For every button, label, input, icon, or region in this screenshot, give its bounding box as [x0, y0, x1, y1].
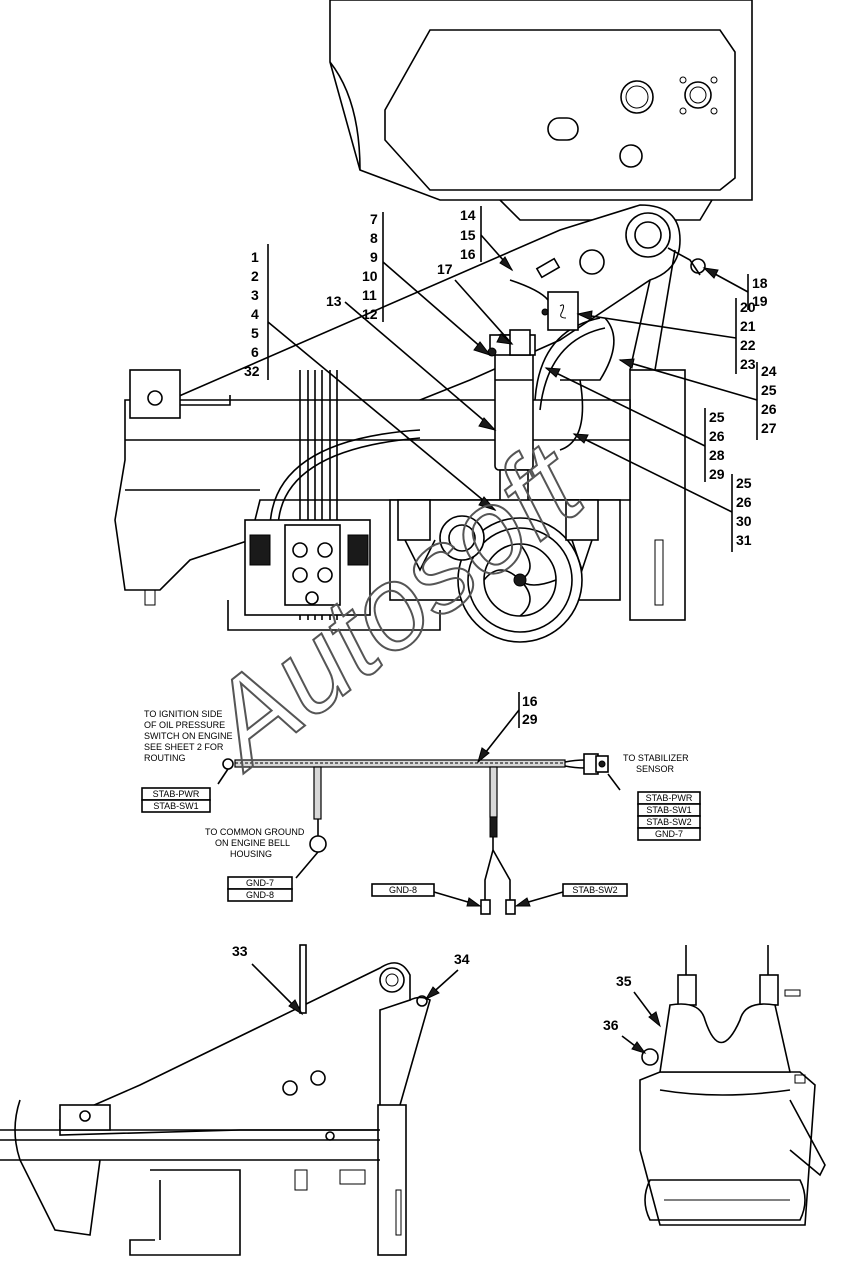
control-valve-bank: [227, 519, 441, 631]
front-view-assembly: [639, 945, 826, 1226]
callout-label: 8: [370, 230, 378, 246]
callout-group-g: 25 26 28 29: [544, 367, 725, 482]
callout-label: 15: [460, 227, 476, 243]
callout-label: 29: [522, 711, 538, 727]
note-line: HOUSING: [230, 849, 272, 859]
wire-label: STAB-PWR: [153, 789, 200, 799]
callout-label: 16: [522, 693, 538, 709]
callout-label: 22: [740, 337, 756, 353]
callout-label: 25: [736, 475, 752, 491]
relief-valve: [509, 257, 579, 331]
wire-label: GND-7: [246, 878, 274, 888]
callout-label: 36: [603, 1017, 619, 1033]
callout-label: 32: [244, 363, 260, 379]
callout-group-e: 20 21 22 23: [576, 298, 756, 374]
callout-label: 31: [736, 532, 752, 548]
callout-label: 13: [326, 293, 342, 309]
callout-label: 25: [761, 382, 777, 398]
callout-label: 12: [362, 306, 378, 322]
callout-13: 13: [326, 293, 497, 431]
wire-label: STAB-SW1: [646, 805, 691, 815]
callout-label: 14: [460, 207, 476, 223]
callout-label: 3: [251, 287, 259, 303]
callout-group-i: 16 29: [477, 692, 538, 764]
callout-label: 29: [709, 466, 725, 482]
callout-label: 35: [616, 973, 632, 989]
wire-label-table-right: STAB-PWR STAB-SW1 STAB-SW2 GND-7: [637, 791, 701, 841]
callout-label: 21: [740, 318, 756, 334]
cylinder-assembly: [487, 329, 537, 530]
torque-converter: [389, 499, 621, 643]
callout-label: 30: [736, 513, 752, 529]
note-line: TO COMMON GROUND: [205, 827, 305, 837]
wire-label-table-left: STAB-PWR STAB-SW1: [141, 787, 211, 813]
callout-label: 16: [460, 246, 476, 262]
callout-label: 26: [736, 494, 752, 510]
callout-34: 34: [424, 951, 470, 1001]
gnd8-tag: GND-8: [371, 883, 482, 907]
wire-label: GND-8: [246, 890, 274, 900]
callout-label: 20: [740, 299, 756, 315]
ignition-note: TO IGNITION SIDE OF OIL PRESSURE SWITCH …: [144, 709, 233, 785]
callout-label: 1: [251, 249, 259, 265]
wire-label: GND-7: [655, 829, 683, 839]
note-line: TO STABILIZER: [623, 753, 689, 763]
callout-17: 17: [437, 261, 514, 345]
stabsw2-tag: STAB-SW2: [514, 883, 628, 907]
callout-label: 10: [362, 268, 378, 284]
callout-label: 7: [370, 211, 378, 227]
callout-label: 24: [761, 363, 777, 379]
note-line: SWITCH ON ENGINE: [144, 731, 233, 741]
callout-label: 11: [362, 287, 377, 303]
callout-label: 5: [251, 325, 259, 341]
callout-36: 36: [603, 1017, 647, 1054]
callout-35: 35: [616, 973, 661, 1028]
callout-label: 26: [709, 428, 725, 444]
note-line: SENSOR: [636, 764, 675, 774]
ground-note: TO COMMON GROUND ON ENGINE BELL HOUSING: [205, 827, 319, 879]
wire-label: STAB-PWR: [646, 793, 693, 803]
callout-label: 34: [454, 951, 470, 967]
upper-boom-section: [329, 0, 753, 221]
callout-group-a: 1 2 3 4 5 6 32: [244, 244, 497, 511]
note-line: ROUTING: [144, 753, 186, 763]
callout-group-b: 7 8 9 10 11 12: [362, 211, 492, 356]
stabilizer-note: TO STABILIZER SENSOR: [607, 753, 689, 791]
note-line: OF OIL PRESSURE: [144, 720, 225, 730]
callout-label: 2: [251, 268, 259, 284]
wire-label: STAB-SW2: [572, 885, 617, 895]
callout-group-d: 18 19: [702, 267, 768, 310]
callout-label: 17: [437, 261, 453, 277]
callout-label: 6: [251, 344, 259, 360]
callout-label: 19: [752, 293, 768, 309]
callout-label: 18: [752, 275, 768, 291]
wire-harness: [222, 753, 609, 915]
callout-group-h: 25 26 30 31: [572, 433, 752, 552]
wire-label: STAB-SW2: [646, 817, 691, 827]
callout-33: 33: [232, 943, 304, 1016]
callout-label: 4: [251, 306, 259, 322]
callout-label: 33: [232, 943, 248, 959]
note-line: TO IGNITION SIDE: [144, 709, 222, 719]
wire-label-table-ground: GND-7 GND-8: [227, 876, 293, 902]
callout-label: 9: [370, 249, 378, 265]
note-line: ON ENGINE BELL: [215, 838, 290, 848]
callout-label: 25: [709, 409, 725, 425]
callout-label: 23: [740, 356, 756, 372]
side-view-assembly: [0, 944, 431, 1256]
callout-label: 27: [761, 420, 777, 436]
callout-group-f: 24 25 26 27: [618, 358, 777, 440]
note-line: SEE SHEET 2 FOR: [144, 742, 224, 752]
callout-label: 26: [761, 401, 777, 417]
callout-group-c: 14 15 16: [460, 206, 514, 272]
wire-label: GND-8: [389, 885, 417, 895]
wire-label: STAB-SW1: [153, 801, 198, 811]
callout-label: 28: [709, 447, 725, 463]
